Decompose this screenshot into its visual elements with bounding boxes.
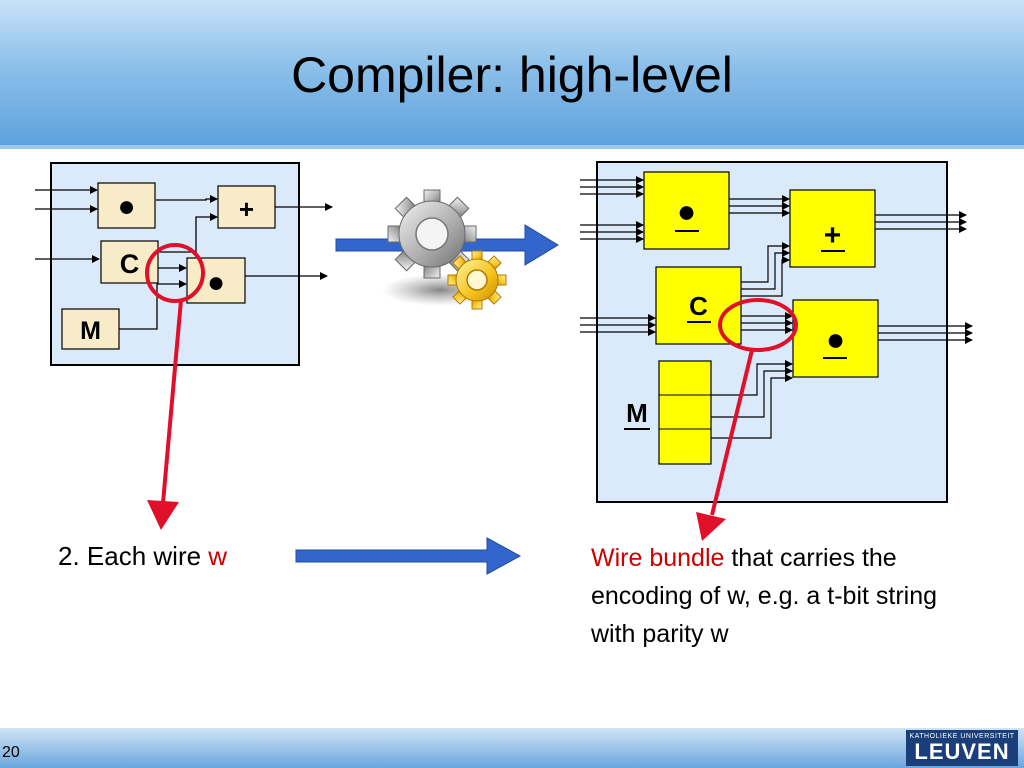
slide-title: Compiler: high-level	[291, 47, 733, 103]
wire	[119, 280, 187, 330]
highlight-pointer-head	[696, 512, 726, 541]
gears-icon	[382, 189, 507, 310]
memory-label: M	[626, 398, 648, 428]
right-memory-block	[658, 360, 712, 465]
slide-footer	[0, 728, 1024, 768]
logo-small-text: KATHOLIEKE UNIVERSITEIT	[909, 733, 1015, 740]
left-caption: 2. Each wire w	[58, 539, 227, 573]
gate-label: C	[120, 249, 140, 279]
logo-big-text: LEUVEN	[914, 739, 1010, 764]
highlight-pointer-line	[161, 299, 183, 504]
header-divider	[0, 145, 1024, 149]
wire-bundle-highlight	[718, 298, 798, 352]
wire	[741, 249, 790, 290]
gate-label: ●	[826, 321, 845, 357]
slide-header	[0, 0, 1024, 145]
wire	[741, 242, 790, 283]
right-circuit: ● + C ● M	[580, 161, 973, 541]
left-add-gate	[217, 185, 276, 229]
wire	[711, 374, 793, 439]
left-caption-prefix: 2. Each wire	[58, 541, 209, 571]
gate-label: +	[239, 194, 254, 224]
wire-highlight-circle	[145, 243, 205, 303]
wire	[711, 360, 793, 396]
gate-label: C	[689, 291, 708, 321]
highlight-pointer-head	[147, 500, 179, 530]
page-number: 20	[2, 744, 20, 761]
left-caption-variable: w	[208, 541, 228, 571]
right-caption-highlight: Wire bundle	[591, 544, 725, 572]
wire	[158, 213, 218, 253]
wire	[156, 195, 218, 203]
left-mult-gate-top	[97, 182, 156, 229]
gate-label: +	[824, 219, 842, 252]
right-caption-text: that carries the encoding of w, e.g. a t…	[591, 544, 938, 648]
mapping-arrow	[295, 537, 522, 575]
gate-label: ●	[677, 193, 696, 229]
right-const-gate	[655, 266, 742, 345]
right-caption: Wire bundle that carries the encoding of…	[591, 539, 971, 653]
left-circuit: ● + C ● M	[35, 162, 333, 530]
highlight-pointer-line	[710, 349, 754, 516]
right-mult-gate-top	[643, 171, 730, 250]
wire	[741, 256, 790, 297]
gate-label: ●	[117, 190, 135, 223]
university-logo: KATHOLIEKE UNIVERSITEIT LEUVEN	[906, 730, 1018, 766]
gate-label: M	[80, 317, 101, 345]
right-mult-gate-bottom	[792, 299, 879, 378]
left-memory-gate	[61, 308, 120, 350]
left-mult-gate-bottom	[186, 257, 246, 304]
right-add-gate	[789, 189, 876, 268]
gate-label: ●	[207, 266, 225, 299]
